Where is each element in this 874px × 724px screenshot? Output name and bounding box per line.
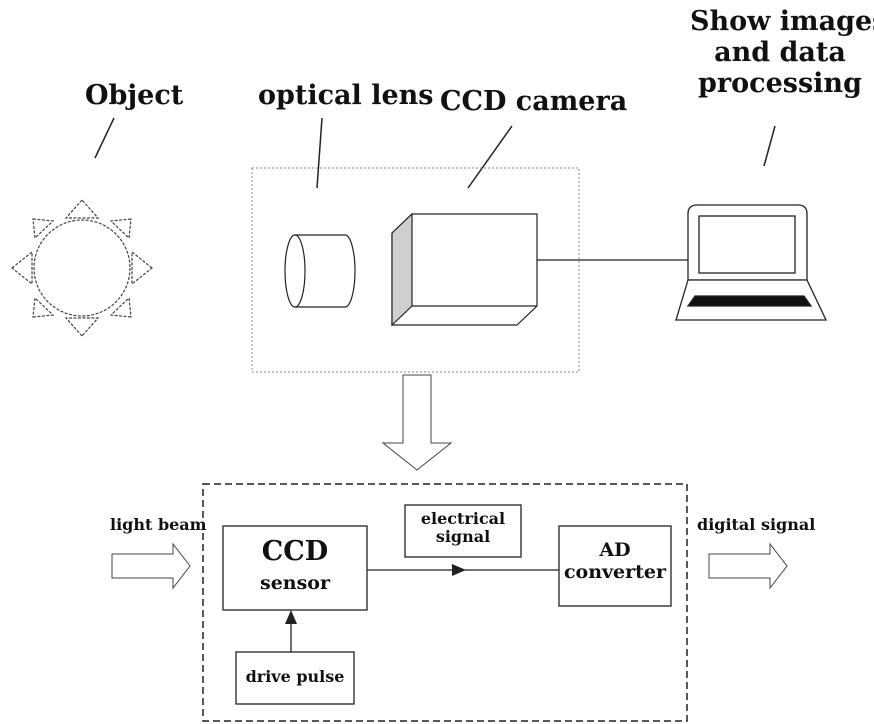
drive-pulse-box (235, 651, 355, 705)
cylinder-lens-icon (284, 234, 356, 308)
ccd-enclosure (202, 483, 688, 722)
ccd-sensor-line-1: CCD (261, 536, 329, 567)
sun-icon (11, 199, 153, 337)
drive-pulse-label: drive pulse (245, 667, 345, 686)
light-beam-label: light beam (110, 515, 207, 534)
lens-pointer-line (316, 117, 323, 189)
electrical-signal-line-1: electrical (420, 509, 506, 528)
laptop-icon (675, 204, 828, 321)
ccd-to-ad-arrowhead (452, 564, 466, 576)
ccd-sensor-label: CCD sensor (223, 536, 367, 595)
show-images-label: Show images and data processing (690, 6, 874, 100)
ad-converter-box (558, 525, 672, 607)
show-images-line-3: processing (698, 68, 862, 100)
object-pointer-line (94, 117, 115, 159)
ccd-sensor-box (222, 525, 368, 611)
show-images-line-2: and data (714, 37, 846, 69)
digital-signal-label: digital signal (697, 515, 816, 534)
camera-box-icon (391, 212, 538, 327)
ad-converter-label: AD converter (559, 539, 671, 584)
ad-converter-line-2: converter (563, 560, 667, 583)
camera-enclosure (251, 167, 580, 373)
light-beam-arrow (111, 542, 191, 590)
electrical-signal-label: electrical signal (405, 509, 521, 547)
digital-signal-arrow (708, 542, 788, 590)
camera-pointer-line (467, 125, 513, 189)
electrical-signal-line-2: signal (435, 527, 491, 547)
computer-pointer-line (763, 125, 776, 167)
object-label: Object (85, 80, 184, 111)
optical-lens-label: optical lens (258, 80, 434, 111)
ccd-camera-label: CCD camera (440, 86, 628, 117)
ad-converter-line-1: AD (599, 539, 631, 561)
electrical-signal-box (404, 504, 522, 558)
show-images-line-1: Show images (690, 6, 874, 37)
ccd-sensor-line-2: sensor (260, 572, 330, 595)
drive-to-ccd-arrowhead (285, 610, 297, 624)
down-hollow-arrow (381, 374, 453, 471)
